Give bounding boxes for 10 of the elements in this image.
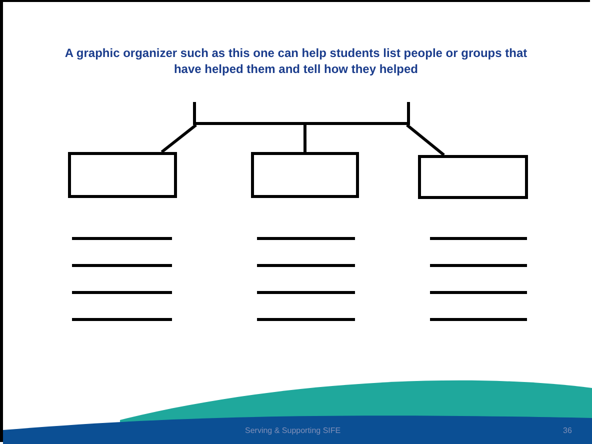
footer-text: 36 xyxy=(563,426,572,435)
empty-box xyxy=(251,152,359,198)
connector-line xyxy=(160,124,197,154)
footer-text: Serving & Supporting SIFE xyxy=(245,426,341,435)
empty-box xyxy=(68,152,177,198)
empty-box xyxy=(418,155,528,199)
connector-line xyxy=(406,124,445,156)
bracket-bar xyxy=(193,102,410,125)
connector-line xyxy=(303,125,306,152)
title: A graphic organizer such as this one can help students list people or groups that have helped them and tell how they helped xyxy=(64,45,528,77)
